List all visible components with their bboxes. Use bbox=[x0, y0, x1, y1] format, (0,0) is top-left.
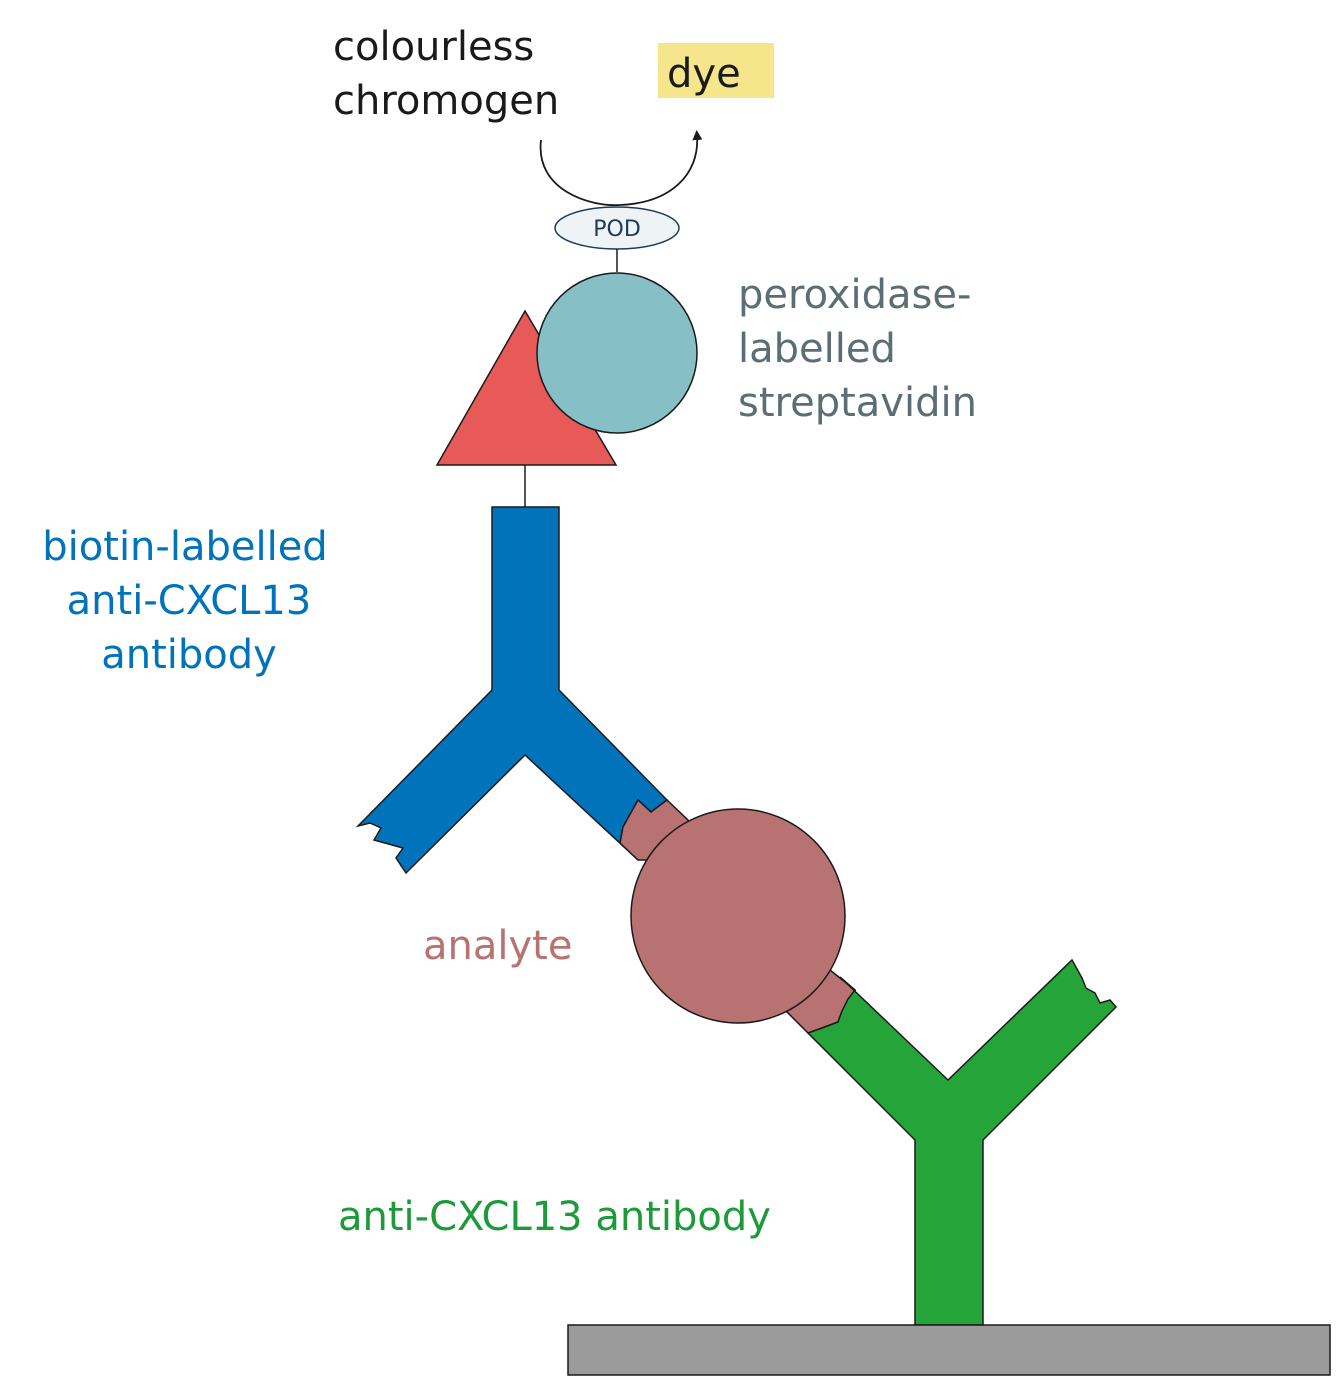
streptavidin-label-line3: streptavidin bbox=[738, 380, 977, 426]
chromogen-label-line1: colourless bbox=[333, 24, 534, 70]
streptavidin-circle bbox=[536, 272, 698, 434]
dye-highlight bbox=[658, 43, 774, 98]
detection-antibody bbox=[355, 506, 669, 875]
pod-label: POD bbox=[593, 217, 641, 242]
detection-antibody-label-line2: anti-CXCL13 bbox=[67, 578, 312, 624]
reaction-arrow bbox=[539, 130, 703, 206]
capture-antibody-label: anti-CXCL13 antibody bbox=[338, 1194, 771, 1240]
detection-antibody-label-line1: biotin-labelled bbox=[42, 524, 327, 570]
capture-antibody bbox=[806, 958, 1118, 1326]
analyte-circle bbox=[630, 808, 846, 1024]
solid-phase-plate bbox=[567, 1324, 1331, 1376]
dye-label: dye bbox=[667, 51, 741, 97]
streptavidin-label-line1: peroxidase- bbox=[738, 272, 971, 318]
chromogen-label-line2: chromogen bbox=[333, 78, 559, 124]
analyte-upper-binding-site bbox=[619, 798, 692, 861]
streptavidin-label-line2: labelled bbox=[738, 326, 896, 372]
detection-antibody-label-line3: antibody bbox=[101, 632, 277, 678]
analyte-label: analyte bbox=[423, 923, 572, 969]
